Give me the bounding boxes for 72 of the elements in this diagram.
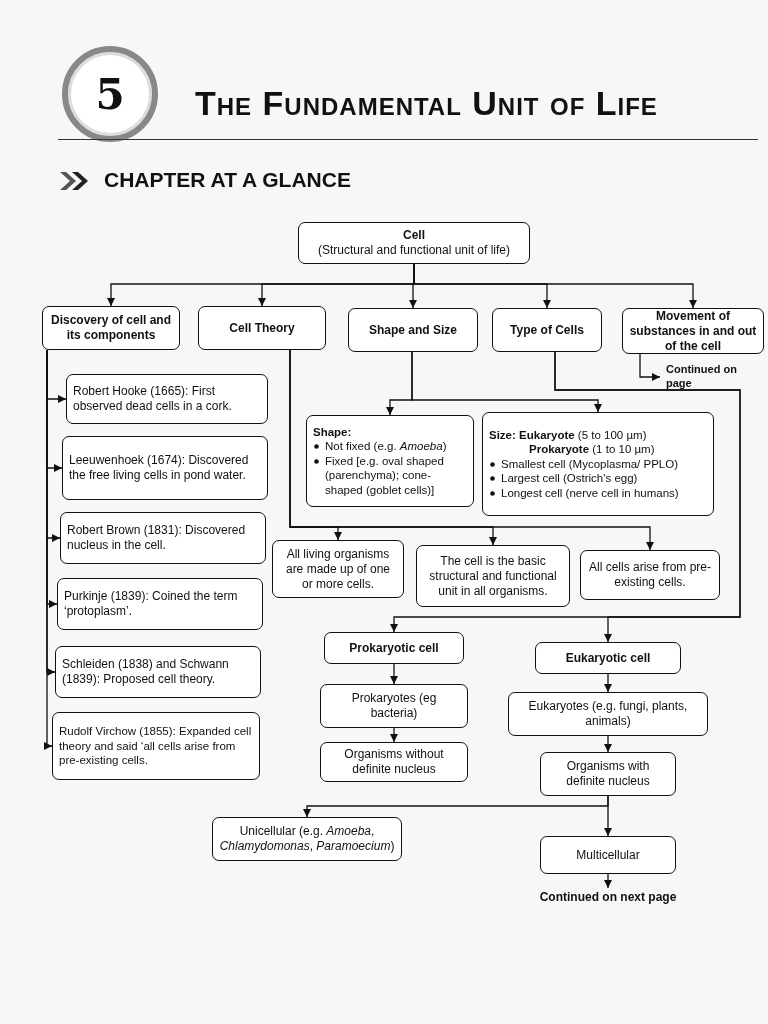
arrow — [413, 263, 697, 309]
node-text: Not fixed (e.g. Amoeba) — [325, 440, 447, 453]
concept-box — [42, 306, 180, 350]
node-text: Shape and Size — [369, 322, 457, 337]
node-text: Leeuwenhoek (1674): Discovered the free living cells in pond water. — [69, 453, 249, 482]
concept-box — [55, 646, 261, 698]
concept-box — [320, 684, 468, 728]
concept-box — [306, 415, 474, 507]
concept-box — [508, 692, 708, 736]
node-text: Largest cell (Ostrich's egg) — [501, 472, 638, 485]
concept-box — [57, 578, 263, 630]
chapter-title: The Fundamental Unit of Life — [195, 84, 658, 123]
node-text: Prokaryotes (eg bacteria) — [351, 691, 437, 720]
node-text: Type of Cells — [510, 322, 584, 337]
concept-box — [324, 632, 464, 664]
node-text: Purkinje (1839): Coined the term ‘protoplasm’. — [64, 589, 238, 618]
node-text: Unicellular (e.g. Amoeba, Chlamydomonas, Paramoecium) — [219, 824, 395, 853]
section-heading: CHAPTER AT A GLANCE — [104, 168, 351, 192]
arrow — [411, 351, 602, 413]
concept-box — [60, 512, 266, 564]
node-text: Movement of substances in and out of the cell — [629, 308, 757, 353]
node-text: Smallest cell (Mycoplasma/ PPLO) — [501, 457, 679, 470]
node-text: Robert Hooke (1665): First observed dead cells in a cork. — [73, 384, 232, 413]
node-text: Cell — [403, 228, 425, 242]
concept-box — [298, 222, 530, 264]
concept-box — [580, 550, 720, 600]
arrow — [289, 349, 654, 551]
arrow — [554, 351, 741, 643]
node-text: (Structural and functional unit of life) — [317, 243, 511, 257]
concept-box — [66, 374, 268, 424]
node-text: Schleiden (1838) and Schwann (1839): Proposed cell theory. — [62, 657, 229, 686]
concept-box — [198, 306, 326, 350]
concept-box — [320, 742, 468, 782]
node-text: Robert Brown (1831): Discovered nucleus in the cell. — [67, 523, 246, 552]
node-text: All living organisms are made up of one or more cells. — [285, 546, 391, 591]
node-text: Fixed [e.g. oval shaped (parenchyma); cone-shaped (goblet cells)] — [325, 454, 444, 496]
node-text: Continued on next page — [539, 889, 677, 904]
node-text: Multicellular — [576, 847, 640, 862]
node-text: Continued on page — [666, 363, 737, 389]
arrow — [604, 735, 612, 753]
concept-box — [482, 412, 714, 516]
concept-box — [52, 712, 260, 780]
node-text: Eukaryotic cell — [565, 650, 651, 665]
concept-box — [212, 817, 402, 861]
concept-box — [348, 308, 478, 352]
node-text: Size: Eukaryote (5 to 100 µm) — [489, 429, 647, 442]
node-text: Shape: — [313, 426, 352, 439]
concept-box — [62, 436, 268, 500]
node-text: Organisms with definite nucleus — [566, 759, 650, 788]
node-text: Prokaryote (1 to 10 µm) — [529, 443, 655, 456]
arrow — [390, 663, 398, 685]
node-text: Rudolf Virchow (1855): Expanded cell theory and said ‘all cells arise from pre-existing cells. — [59, 725, 252, 767]
concept-box — [540, 836, 676, 874]
concept-box — [492, 308, 602, 352]
node-text: Organisms without definite nucleus — [344, 747, 444, 776]
arrow — [604, 873, 612, 889]
arrow — [604, 795, 612, 837]
concept-box — [540, 752, 676, 796]
arrow — [604, 673, 612, 693]
node-text: Eukaryotes (e.g. fungi, plants, animals) — [528, 699, 688, 728]
node-text: Discovery of cell and its components — [50, 313, 171, 342]
node-text: Prokaryotic cell — [349, 640, 439, 655]
chapter-number: 5 — [62, 46, 158, 142]
node-text: Cell Theory — [229, 320, 295, 335]
concept-box — [535, 642, 681, 674]
arrow — [390, 727, 398, 743]
concept-box — [272, 540, 404, 598]
concept-box — [416, 545, 570, 607]
node-text: All cells arise from pre-existing cells. — [589, 560, 711, 589]
arrow — [639, 353, 661, 381]
node-text: Longest cell (nerve cell in humans) — [501, 486, 679, 499]
node-text: The cell is the basic structural and functional unit in all organisms. — [429, 553, 557, 598]
